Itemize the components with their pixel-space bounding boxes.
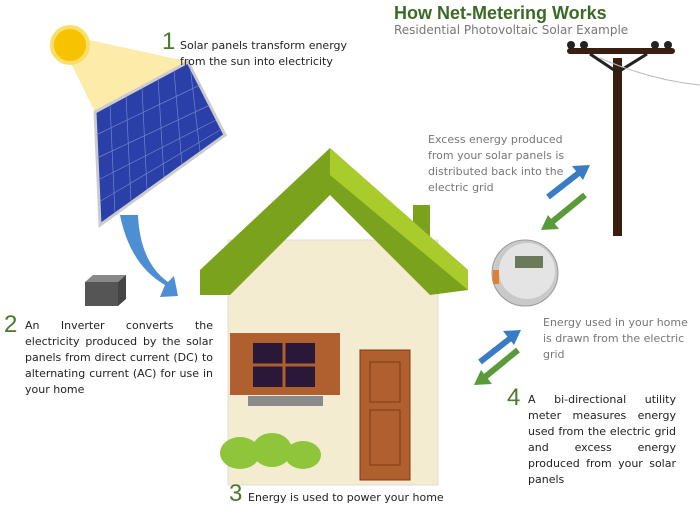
solar-panel [93,59,227,228]
step-2-number: 2 [4,311,18,338]
step-4-text: A bi-directional utility meter measures … [528,393,676,486]
step-4-number: 4 [507,384,521,411]
page-subtitle: Residential Photovoltaic Solar Example [394,23,629,37]
inverter-box [85,275,126,282]
curved-arrow [120,215,178,297]
excess-energy-note: Excess energy produced from your solar p… [428,133,565,194]
grid-energy-note: Energy used in your home is drawn from t… [543,316,688,361]
step-1-text: Solar panels transform energy from the s… [180,39,348,68]
sunlight-beam [62,38,190,112]
utility-pole [567,41,700,236]
bushes [220,433,321,469]
electric-meter [491,239,559,307]
step-3-number: 3 [229,480,243,507]
house-roof [200,148,468,295]
step-3-text: Energy is used to power your home [248,491,444,504]
page-title: How Net-Metering Works [394,3,607,23]
sun-icon [50,25,90,65]
arrows-grid [541,165,590,230]
door [359,349,411,481]
step-2-text: An Inverter converts the electricity pro… [25,319,213,396]
step-1-number: 1 [162,28,176,55]
arrows-meter [474,330,521,385]
